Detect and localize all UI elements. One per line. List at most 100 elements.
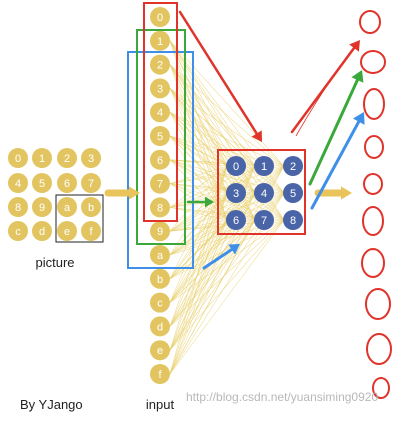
filter-node-text: 7: [261, 215, 267, 227]
filter-node: 3: [226, 183, 246, 203]
filter-node-circle: [226, 183, 246, 203]
picture-cell-text: e: [64, 226, 70, 238]
picture-cell-text: 1: [39, 153, 45, 165]
picture-cell-text: 2: [64, 153, 70, 165]
input-node-circle: [150, 245, 170, 265]
picture-cell-text: c: [15, 226, 21, 238]
picture-cell: f: [81, 221, 101, 241]
picture-cell-text: 9: [39, 202, 45, 214]
output-node: [365, 288, 391, 320]
filter-output-box: [217, 149, 306, 235]
blue-arrow-output-shaft: [310, 120, 361, 210]
connection-line: [169, 219, 285, 351]
picture-cell: 2: [57, 148, 77, 168]
picture-cell: 8: [8, 197, 28, 217]
input-node: 9: [150, 221, 170, 242]
filter-node: 8: [283, 210, 303, 230]
filter-node: 2: [283, 156, 303, 176]
connection-line: [169, 192, 285, 280]
picture-cell-circle: [57, 148, 77, 168]
picture-cell-text: 0: [15, 153, 21, 165]
input-node: d: [150, 316, 170, 337]
green-arrow-output-shaft: [308, 78, 359, 186]
input-node-text: 2: [157, 60, 163, 72]
filter-node: 1: [254, 156, 274, 176]
filter-node-circle: [254, 210, 274, 230]
connection-line: [169, 88, 285, 167]
input-node-circle: [150, 78, 170, 99]
picture-cell: b: [81, 197, 101, 217]
filter-node-circle: [226, 156, 246, 176]
input-node: 7: [150, 173, 170, 194]
input-node-circle: [150, 7, 170, 27]
green-arrow-input-head: [205, 196, 214, 208]
connection-line: [169, 219, 256, 327]
picture-cell-text: 7: [88, 178, 94, 190]
output-node: [366, 333, 392, 365]
green-arrow-input: [186, 196, 214, 208]
filter-node-circle: [254, 156, 274, 176]
input-node-text: 9: [157, 226, 163, 238]
red-arrow-output-head: [349, 40, 360, 52]
output-column: [359, 10, 392, 399]
filter-node-text: 3: [233, 188, 239, 200]
input-node-text: 8: [157, 202, 163, 214]
picture-cell-text: 3: [88, 153, 94, 165]
connection-lines: [169, 40, 285, 375]
filter-node: 4: [254, 183, 274, 203]
filter-node-text: 5: [290, 188, 296, 200]
arrows: [104, 10, 365, 270]
blue-arrow-input-shaft: [202, 248, 234, 270]
picture-to-input-arrow: [104, 186, 140, 200]
input-node-text: 4: [157, 107, 163, 119]
input-node: a: [150, 245, 170, 265]
input-node-text: 0: [157, 12, 163, 24]
blue-arrow-input: [202, 244, 240, 270]
input-node-text: 3: [157, 83, 163, 95]
input-node: 0: [150, 7, 170, 27]
blue-arrow-output-head: [352, 112, 365, 125]
filter-node-circle: [283, 183, 303, 203]
connection-line: [169, 111, 285, 194]
picture-cell-text: d: [39, 226, 45, 238]
picture-cell: 1: [32, 148, 52, 168]
picture-cell-text: f: [89, 226, 93, 238]
picture-cell-circle: [8, 173, 28, 193]
picture-cell-circle: [57, 173, 77, 193]
input-node-text: 5: [157, 131, 163, 143]
picture-cell: d: [32, 221, 52, 241]
watermark-text: http://blog.csdn.net/yuansiming0920: [186, 390, 378, 404]
red-arrow-input-shaft: [178, 10, 258, 135]
picture-cell-text: 4: [15, 178, 21, 190]
input-label: input: [146, 397, 175, 412]
filter-node-circle: [283, 210, 303, 230]
input-node: c: [150, 292, 170, 313]
input-node-text: c: [157, 298, 163, 310]
picture-cell: a: [57, 197, 77, 217]
output-node: [372, 377, 390, 399]
picture-cell: 6: [57, 173, 77, 193]
input-node: 1: [150, 30, 170, 51]
input-node: 8: [150, 197, 170, 218]
input-node-text: b: [157, 274, 163, 286]
author-credit: By YJango: [20, 397, 83, 412]
input-node: 4: [150, 102, 170, 123]
picture-cell-circle: [81, 173, 101, 193]
connection-line: [169, 219, 285, 375]
output-node: [362, 206, 384, 236]
filter-node-text: 6: [233, 215, 239, 227]
picture-cell-circle: [32, 221, 52, 241]
input-node: 5: [150, 126, 170, 146]
filter-node-text: 8: [290, 215, 296, 227]
input-node-circle: [150, 316, 170, 337]
filter-node-text: 1: [261, 161, 267, 173]
picture-cell-circle: [57, 221, 77, 241]
output-node: [361, 248, 385, 278]
picture-cell: e: [57, 221, 77, 241]
input-node-circle: [150, 197, 170, 218]
connection-line: [169, 219, 228, 351]
blue-arrow-output: [310, 112, 365, 210]
picture-to-input-arrow-head: [129, 186, 140, 200]
